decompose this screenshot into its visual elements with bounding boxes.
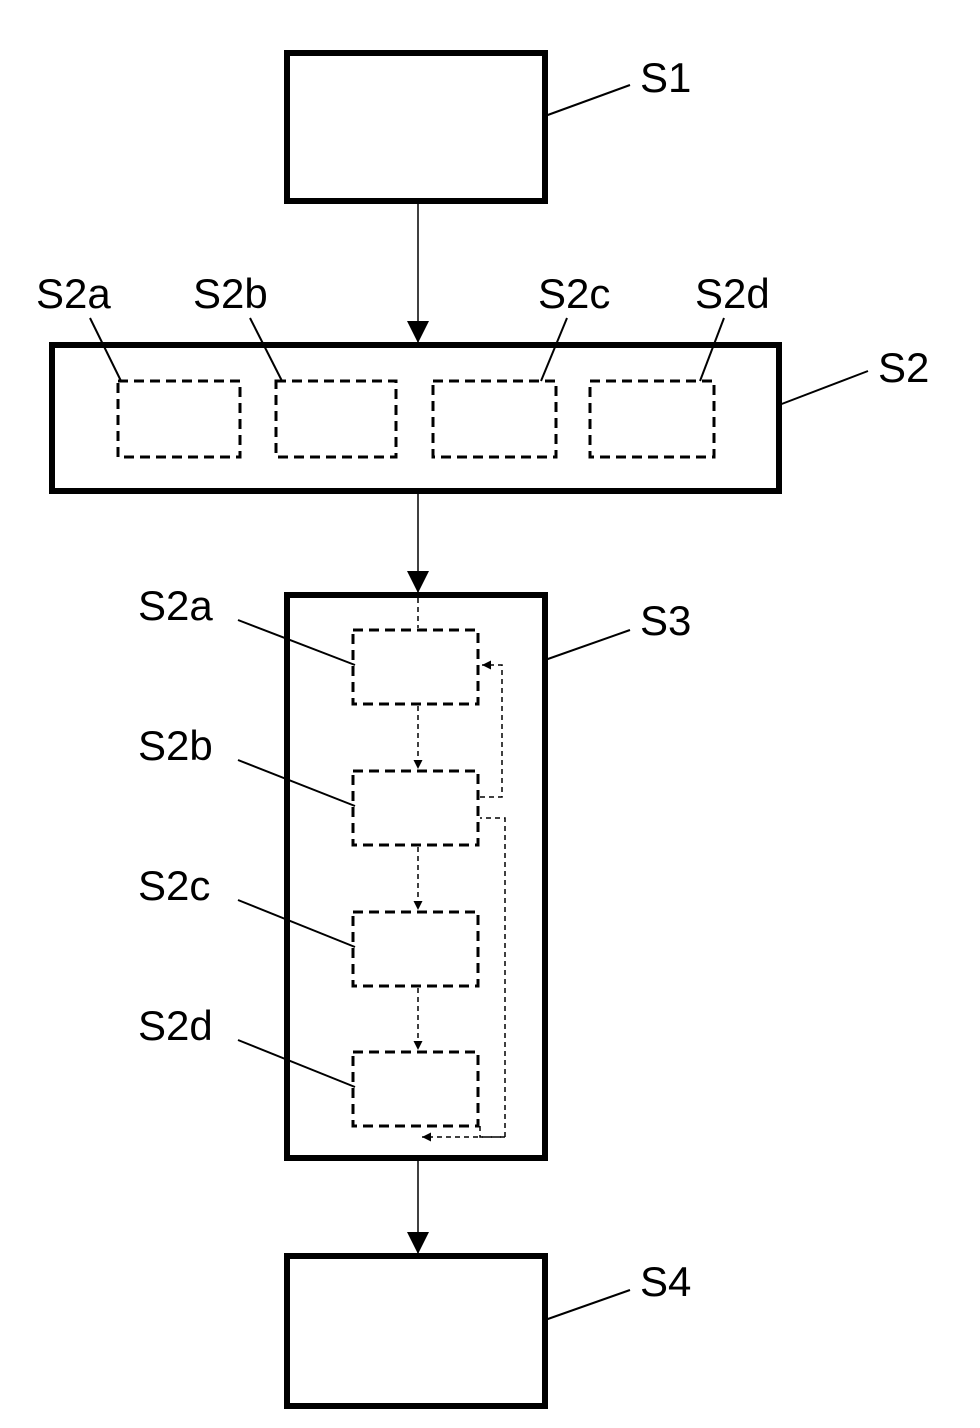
- s3-substep-b-box: [353, 771, 478, 845]
- s3-substep-d-leader: [238, 1040, 355, 1087]
- s3-substep-a-leader: [238, 620, 355, 665]
- s2-substep-c-label: S2c: [538, 270, 610, 317]
- s3-substep-b-leader: [238, 760, 355, 806]
- s2-substep-c-leader: [541, 318, 567, 381]
- s2-substep-b-leader: [250, 318, 282, 381]
- step-s1-box: [287, 53, 545, 201]
- s3-substep-c-leader: [238, 900, 355, 947]
- s2-substep-a-leader: [90, 318, 121, 381]
- step-s2-leader: [779, 371, 868, 405]
- s3-substep-c-box: [353, 912, 478, 986]
- step-s4-leader: [545, 1290, 630, 1320]
- s3-substep-c-label: S2c: [138, 862, 210, 909]
- step-s1-label: S1: [640, 54, 691, 101]
- s3-substep-d-label: S2d: [138, 1002, 213, 1049]
- step-s1-leader: [545, 85, 630, 116]
- s2-substep-b-box: [276, 381, 396, 457]
- loop-s3d-to-s3b: [480, 818, 505, 1137]
- s2-substep-d-label: S2d: [695, 270, 770, 317]
- s2-substep-a-box: [118, 381, 240, 457]
- step-s2-box: [52, 345, 779, 491]
- s2-substep-d-leader: [700, 318, 724, 381]
- s3-substep-d-box: [353, 1052, 478, 1126]
- s3-substep-a-box: [353, 630, 478, 704]
- s3-substep-b-label: S2b: [138, 722, 213, 769]
- step-s4-label: S4: [640, 1258, 691, 1305]
- s2-substep-b-label: S2b: [193, 270, 268, 317]
- s2-substep-d-box: [590, 381, 714, 457]
- step-s3-label: S3: [640, 597, 691, 644]
- s2-substep-a-label: S2a: [36, 270, 111, 317]
- step-s2-label: S2: [878, 344, 929, 391]
- s2-substep-c-box: [433, 381, 556, 457]
- loop-s3b-to-s3a: [480, 665, 502, 797]
- s3-substep-a-label: S2a: [138, 582, 213, 629]
- step-s3-leader: [545, 630, 630, 660]
- step-s3-box: [287, 595, 545, 1158]
- step-s4-box: [287, 1256, 545, 1406]
